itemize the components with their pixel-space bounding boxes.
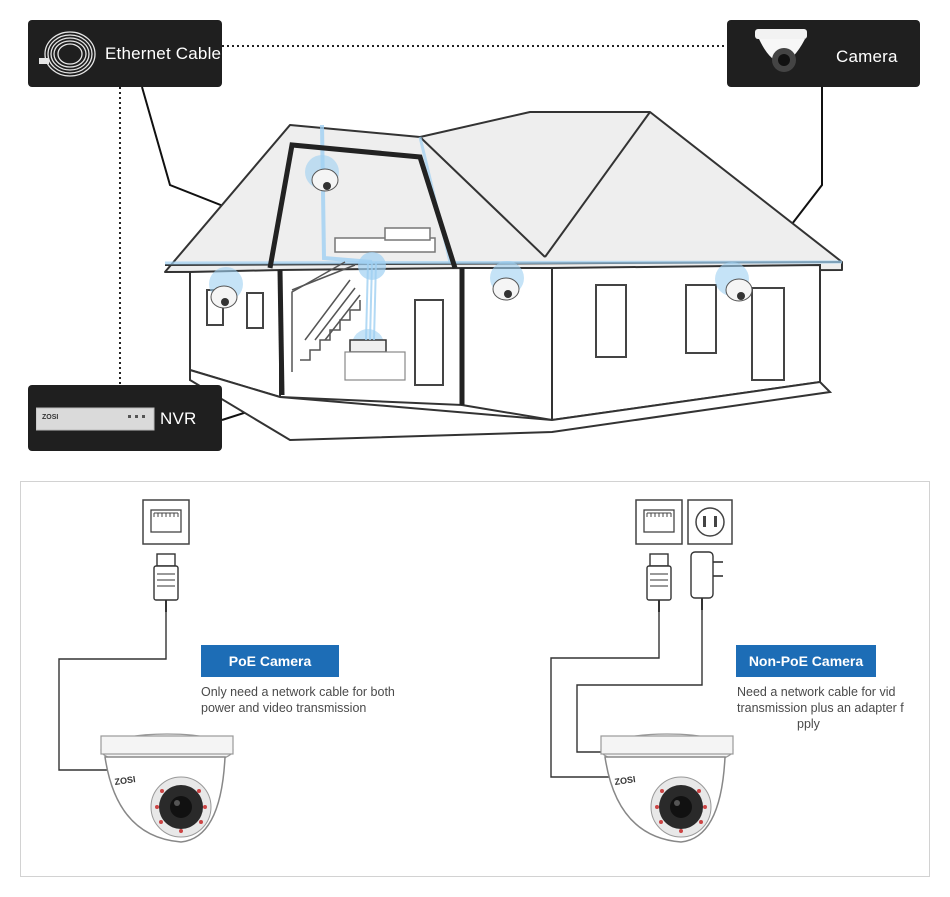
- nvr-callout: ZOSI NVR: [28, 385, 222, 451]
- poe-camera-description: Only need a network cable for both power…: [201, 684, 441, 716]
- poe-desc-line-1: Only need a network cable for both: [201, 685, 395, 699]
- poe-desc-line-2: power and video transmission: [201, 701, 367, 715]
- ethernet-cable-callout: Ethernet Cable: [28, 20, 222, 87]
- ethernet-port-icon: [635, 499, 683, 545]
- svg-text:ZOSI: ZOSI: [114, 774, 136, 787]
- non-poe-camera-description: Need a network cable for vid transmissio…: [737, 684, 917, 732]
- ethernet-cable-label: Ethernet Cable: [105, 44, 222, 63]
- attic-shelf: [334, 227, 436, 253]
- svg-text:ZOSI: ZOSI: [614, 774, 636, 787]
- house-nvr: [349, 339, 387, 353]
- non-poe-desc-line-1: Need a network cable for vid: [737, 685, 896, 699]
- wiring-illustration: ZOSI: [58, 499, 734, 843]
- nvr-recorder-icon: ZOSI: [36, 407, 155, 431]
- dome-camera-icon: ZOSI: [600, 733, 734, 843]
- svg-text:ZOSI: ZOSI: [42, 414, 58, 421]
- network-cable-line: [550, 612, 660, 778]
- poe-comparison-panel: ZOSI: [20, 481, 930, 877]
- dome-camera-icon: [755, 29, 807, 72]
- house-camera-left: [209, 267, 243, 309]
- house-illustration: [119, 45, 843, 442]
- house-installation-diagram: Ethernet Cable Camera ZOSI NVR: [28, 20, 920, 451]
- power-outlet-icon: [687, 499, 733, 545]
- dotted-connector-lines: [119, 45, 727, 385]
- camera-callout: Camera: [727, 20, 920, 87]
- rj45-plug-icon: [153, 553, 179, 612]
- power-adapter-icon: [690, 551, 723, 610]
- ethernet-port-icon: [142, 499, 190, 545]
- floor: [189, 368, 833, 442]
- roof: [164, 111, 843, 273]
- stairs: [291, 261, 361, 372]
- poe-cable-line: [58, 612, 167, 771]
- house-camera-middle: [490, 261, 524, 301]
- dome-camera-icon: ZOSI: [100, 733, 234, 843]
- house-camera-right: [715, 262, 753, 302]
- power-cable-line: [576, 610, 703, 753]
- windows: [206, 284, 785, 386]
- non-poe-desc-line-3: pply: [797, 717, 820, 731]
- non-poe-camera-tag: Non-PoE Camera: [736, 645, 876, 677]
- camera-label: Camera: [836, 47, 898, 66]
- cable-coil-icon: [39, 31, 96, 77]
- nvr-label: NVR: [160, 409, 197, 428]
- non-poe-desc-line-2: transmission plus an adapter f: [737, 701, 904, 715]
- rj45-plug-icon: [646, 553, 672, 612]
- house-camera-attic: [305, 155, 339, 192]
- poe-camera-tag: PoE Camera: [201, 645, 339, 677]
